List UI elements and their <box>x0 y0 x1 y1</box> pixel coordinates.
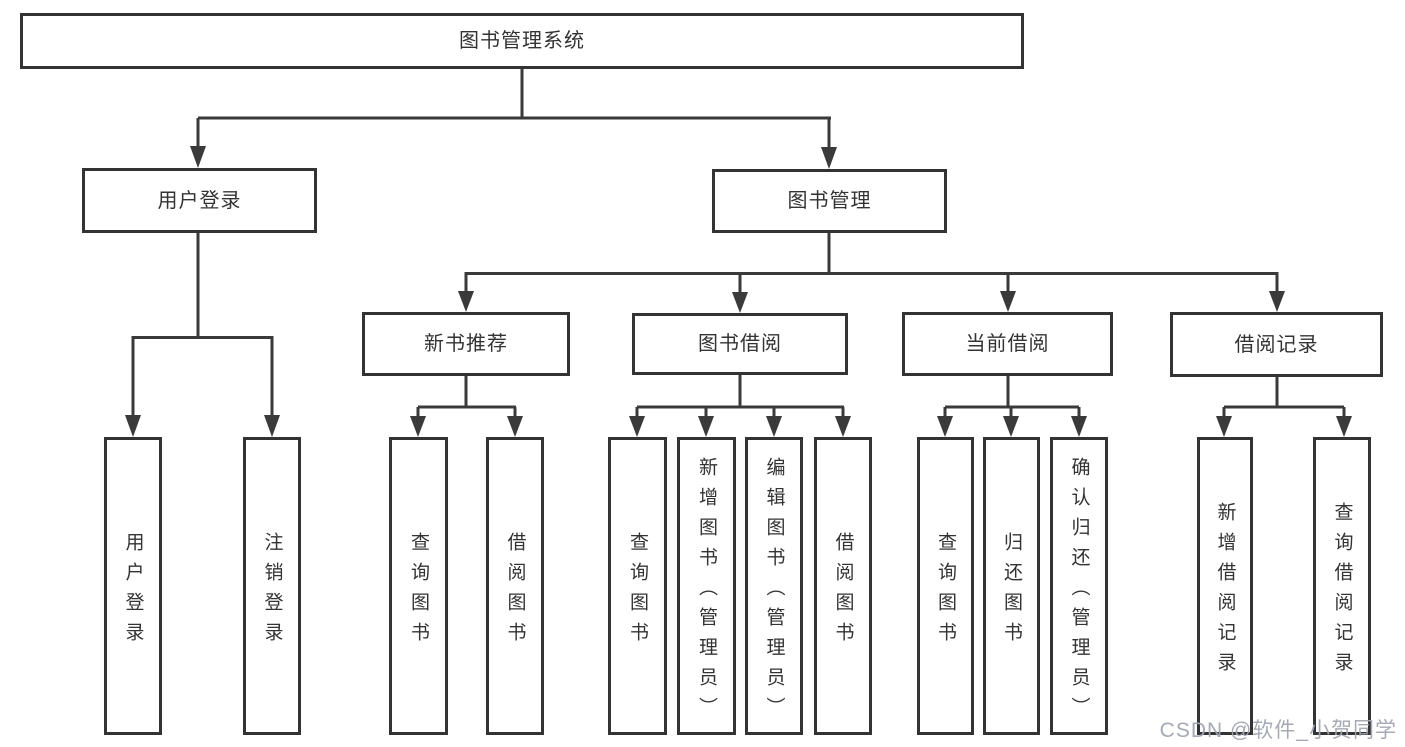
leaf-label: 确认归还（管理员） <box>1068 456 1090 727</box>
leaf-label: 编辑图书（管理员） <box>763 456 785 727</box>
node-book-management: 图书管理 <box>712 169 947 233</box>
leaf-logout: 注销登录 <box>243 437 301 735</box>
node-label: 当前借阅 <box>965 333 1050 355</box>
leaf-label: 注销登录 <box>261 531 283 652</box>
leaf-edit-books-admin: 编辑图书（管理员） <box>745 437 803 735</box>
node-label: 图书管理 <box>787 190 872 212</box>
node-label: 借阅记录 <box>1234 333 1319 356</box>
leaf-query-books-recommend: 查询图书 <box>389 437 448 735</box>
leaf-label: 查询借阅记录 <box>1331 501 1353 682</box>
leaf-label: 新增借阅记录 <box>1214 501 1236 682</box>
node-new-book-recommendation: 新书推荐 <box>362 312 570 376</box>
leaf-label: 借阅图书 <box>832 531 854 652</box>
node-label: 图书借阅 <box>698 333 782 355</box>
leaf-user-login: 用户登录 <box>104 437 162 735</box>
leaf-query-borrow-record: 查询借阅记录 <box>1313 437 1371 735</box>
leaf-borrow-books: 借阅图书 <box>814 437 872 735</box>
leaf-label: 用户登录 <box>122 531 144 652</box>
node-library-management-system: 图书管理系统 <box>20 13 1024 69</box>
leaf-label: 新增图书（管理员） <box>696 456 717 727</box>
leaf-query-books-current: 查询图书 <box>917 437 974 735</box>
leaf-label: 归还图书 <box>1001 531 1022 652</box>
leaf-add-borrow-record: 新增借阅记录 <box>1197 437 1253 735</box>
leaf-borrow-books-recommend: 借阅图书 <box>486 437 544 735</box>
node-book-borrowing: 图书借阅 <box>632 313 848 375</box>
node-label: 新书推荐 <box>424 333 508 355</box>
node-label: 用户登录 <box>157 189 242 212</box>
leaf-label: 查询图书 <box>627 531 648 652</box>
node-current-borrowing: 当前借阅 <box>902 312 1113 376</box>
leaf-label: 查询图书 <box>408 531 429 652</box>
leaf-label: 借阅图书 <box>504 531 526 652</box>
leaf-label: 查询图书 <box>935 531 956 652</box>
node-user-login: 用户登录 <box>82 168 317 233</box>
leaf-confirm-return-admin: 确认归还（管理员） <box>1050 437 1108 735</box>
leaf-return-books: 归还图书 <box>983 437 1040 735</box>
leaf-query-books-borrowing: 查询图书 <box>608 437 667 735</box>
leaf-add-books-admin: 新增图书（管理员） <box>677 437 736 735</box>
node-label: 图书管理系统 <box>459 30 585 52</box>
node-borrowing-records: 借阅记录 <box>1170 312 1383 377</box>
csdn-watermark: CSDN @软件_小贺同学 <box>1159 719 1397 742</box>
